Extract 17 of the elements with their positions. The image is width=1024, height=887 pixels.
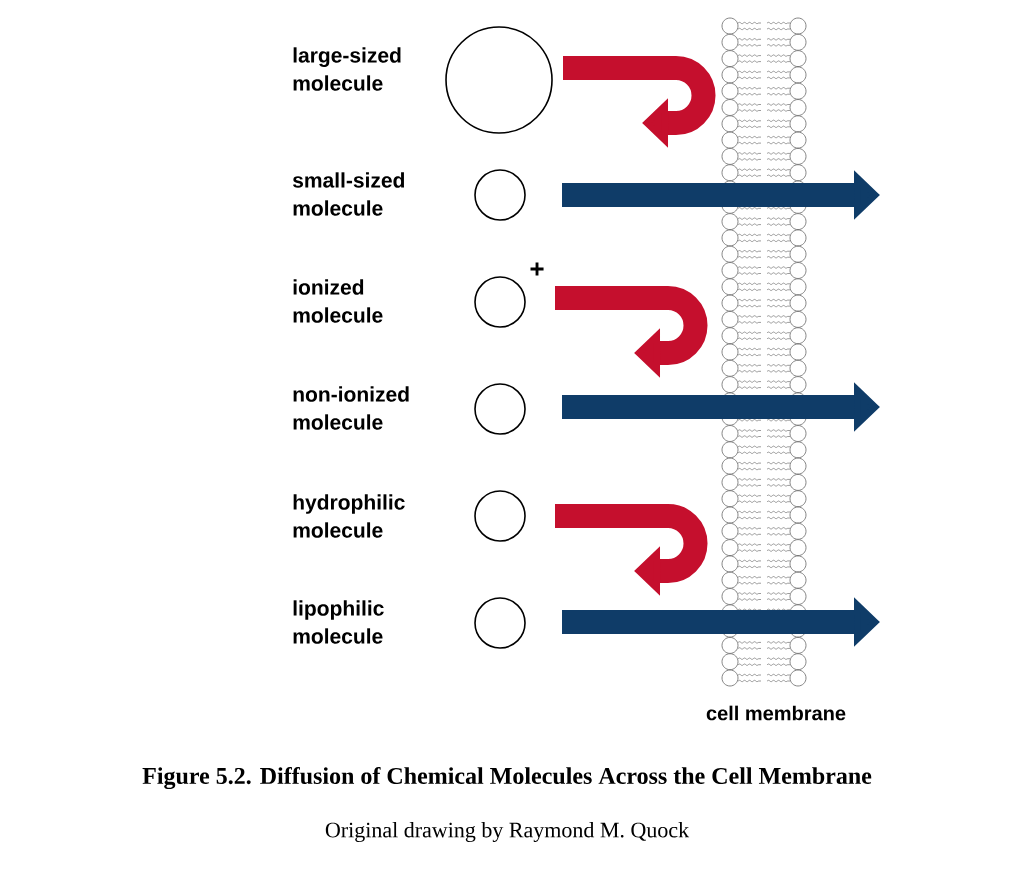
molecule-circle: [474, 597, 526, 649]
credit-text: Original drawing by Raymond M. Quock: [325, 822, 690, 842]
membrane-label: cell membrane: [706, 705, 846, 721]
molecule-label: hydrophilic molecule: [293, 494, 405, 538]
molecule-label: lipophilic molecule: [293, 600, 384, 644]
cell-membrane-drawing: [721, 17, 807, 687]
molecule-label: small-sized molecule: [292, 172, 405, 216]
molecule-circle: [474, 169, 526, 221]
molecule-label: non-ionized molecule: [293, 386, 409, 430]
molecule-circle: [474, 383, 526, 435]
plus-sign: +: [530, 262, 544, 276]
molecule-label: ionized molecule: [293, 279, 383, 323]
molecule-circle: [445, 26, 553, 134]
molecule-circle: [474, 490, 526, 542]
molecule-label: large-sized molecule: [293, 47, 401, 91]
molecule-circle: [474, 276, 526, 328]
figure-caption: Figure 5.2. Diffusion of Chemical Molecules Across the Cell Membrane: [142, 766, 872, 790]
